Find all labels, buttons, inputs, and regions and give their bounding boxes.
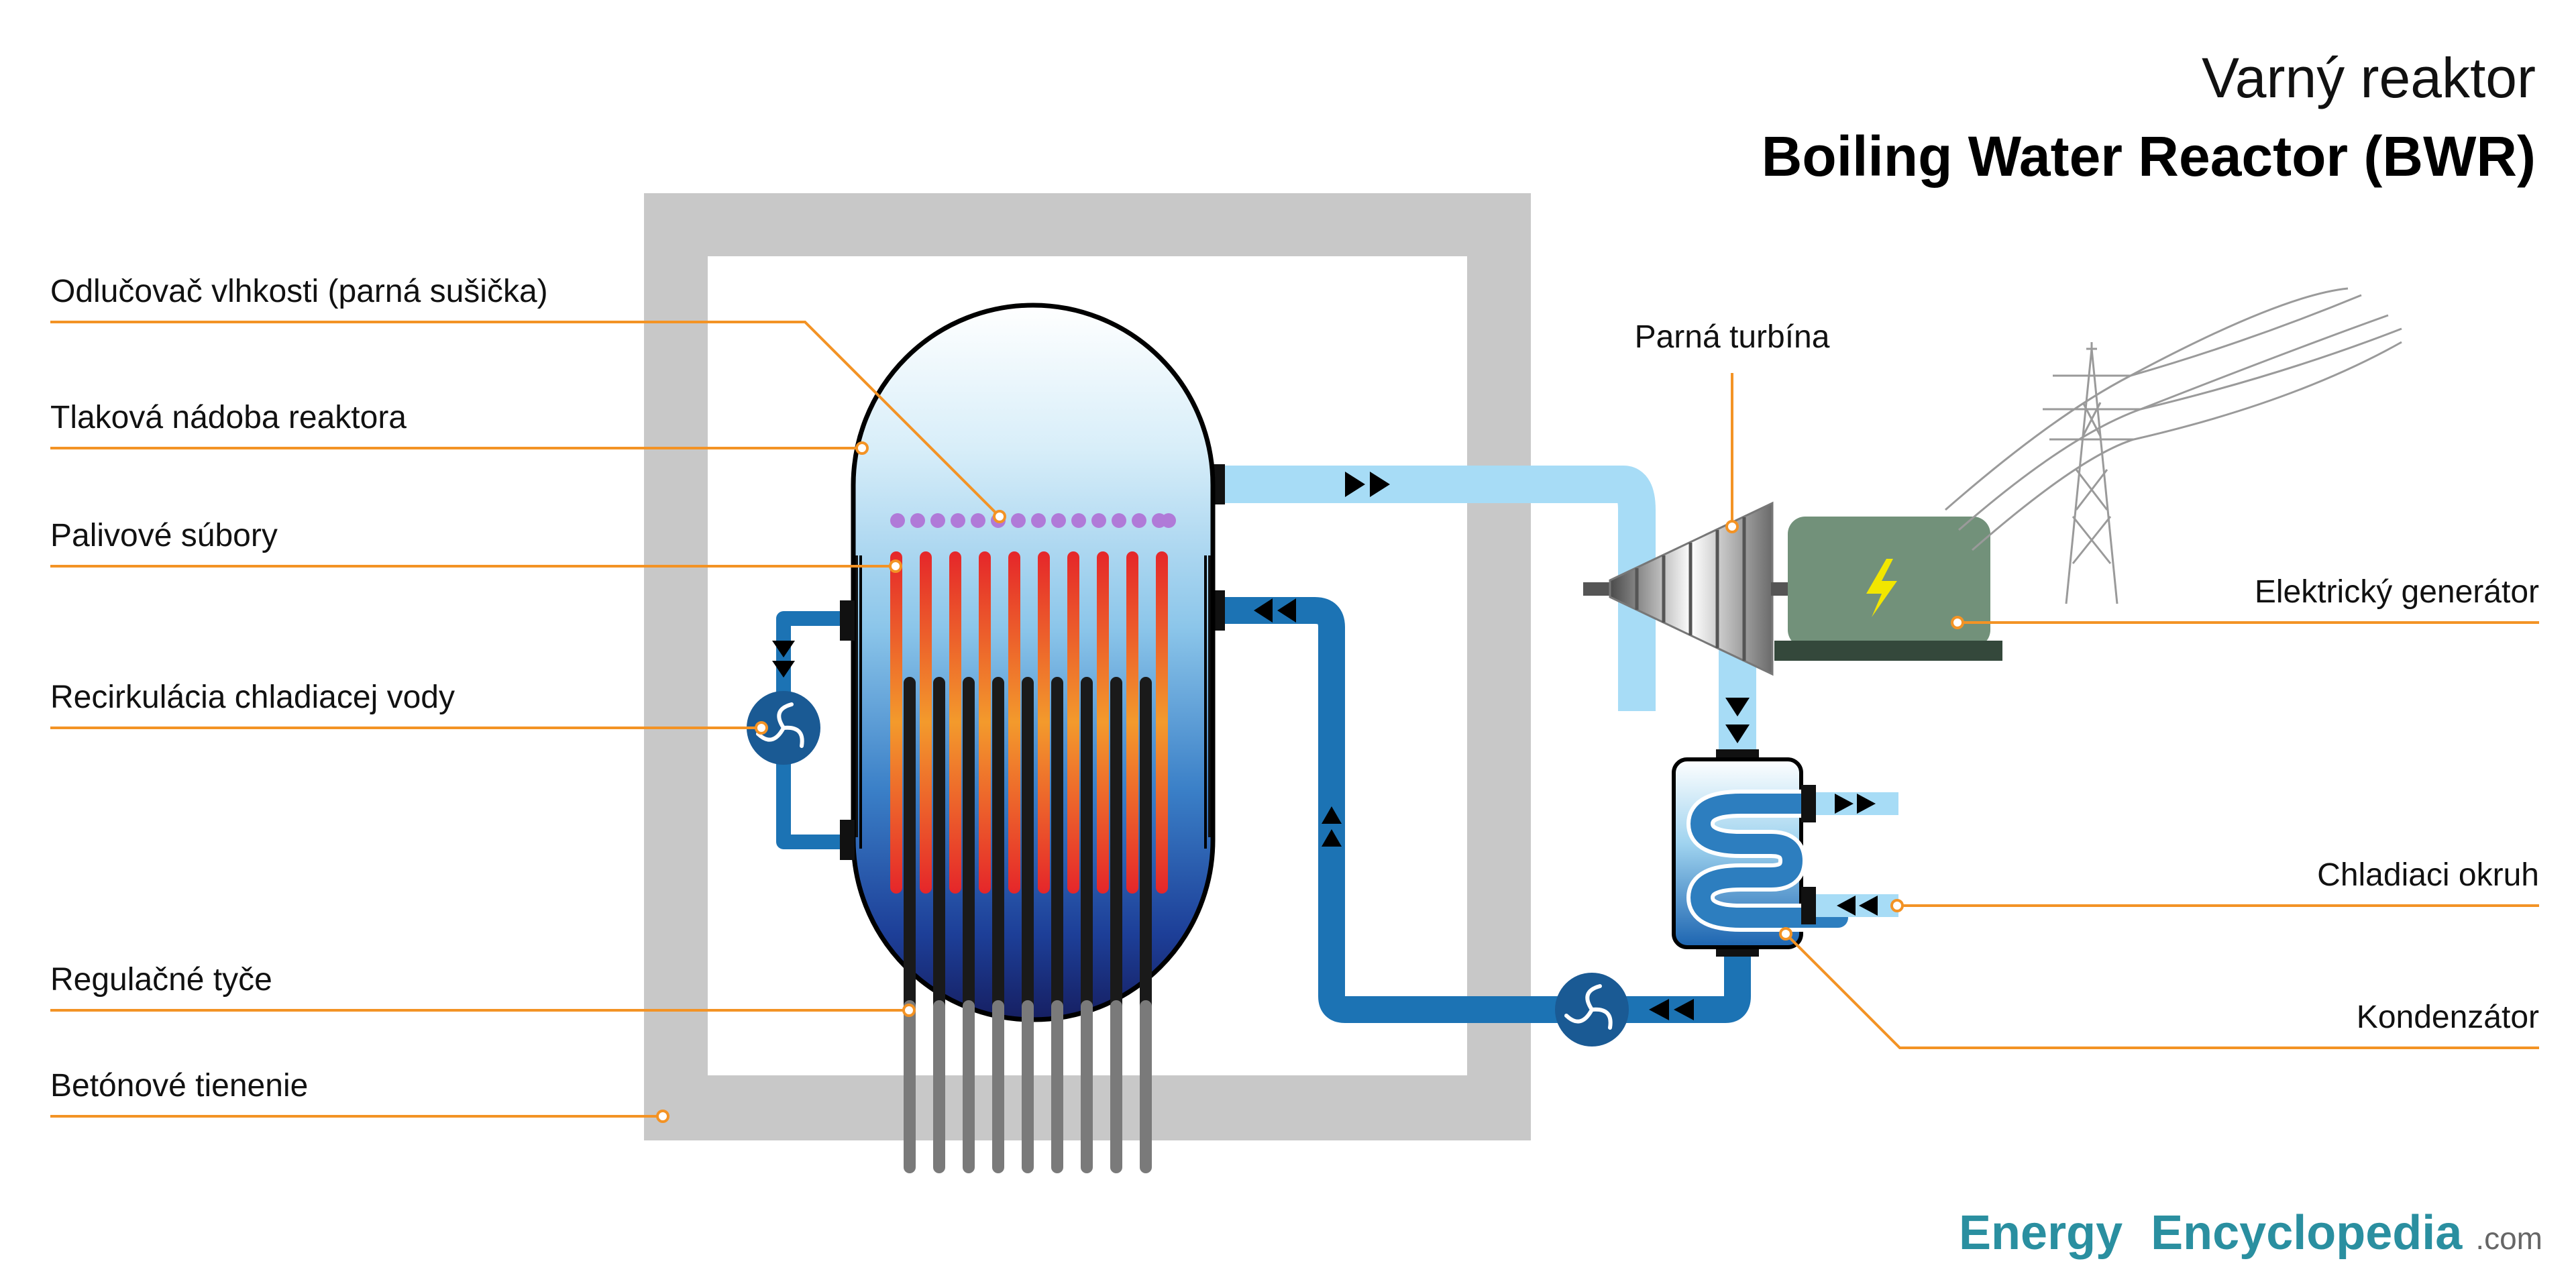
- title-line-2: Boiling Water Reactor (BWR): [1762, 125, 2536, 188]
- label-moisture-separator: Odlučovač vlhkosti (parná sušička): [50, 274, 548, 309]
- steam-pipe: [1214, 466, 1656, 711]
- title-line-1: Varný reaktor: [2202, 46, 2536, 109]
- recirculation-flow-arrows: [772, 641, 795, 678]
- cooling-flow-arrows: [1835, 794, 1878, 916]
- control-rods: [904, 677, 1152, 1173]
- feedwater-pipe: [1216, 597, 1751, 1023]
- label-pressure-vessel: Tlaková nádoba reaktora: [50, 400, 407, 435]
- brand-energy: Energy: [1959, 1206, 2123, 1260]
- recirculation-pump-fan-icon: [747, 691, 820, 765]
- transmission-tower-icon: [1945, 287, 2402, 604]
- label-concrete-shield: Betónové tienenie: [50, 1068, 308, 1104]
- brand-tld: .com: [2475, 1221, 2542, 1256]
- label-control-rods: Regulačné tyče: [50, 962, 272, 998]
- condenser: [1672, 749, 1852, 957]
- brand-encyclopedia: Encyclopedia: [2151, 1206, 2463, 1260]
- leader-dots: [656, 441, 1964, 1123]
- electric-generator: [1771, 517, 2002, 661]
- label-condenser: Kondenzátor: [2357, 1000, 2539, 1035]
- lightning-bolt-icon: [1866, 559, 1897, 617]
- brand-logo: Energy Encyclopedia .com: [1959, 1206, 2542, 1260]
- feedwater-flow-arrows: [1254, 598, 1694, 1020]
- fuel-assemblies: [890, 551, 1168, 894]
- label-fuel-assemblies: Palivové súbory: [50, 518, 278, 553]
- cooling-inlet-pipe: [1816, 894, 1898, 917]
- exhaust-flow-arrows: [1725, 698, 1750, 743]
- steam-flow-arrows: [1345, 472, 1390, 497]
- leader-lines: [50, 321, 2539, 1118]
- label-steam-turbine: Parná turbína: [1635, 319, 1830, 355]
- steam-turbine: [1583, 501, 1791, 676]
- label-recirculation: Recirkulácia chladiacej vody: [50, 680, 455, 715]
- label-generator: Elektrický generátor: [2255, 574, 2539, 610]
- label-cooling-circuit: Chladiaci okruh: [2317, 857, 2539, 893]
- feedwater-pump-fan-icon: [1555, 973, 1629, 1046]
